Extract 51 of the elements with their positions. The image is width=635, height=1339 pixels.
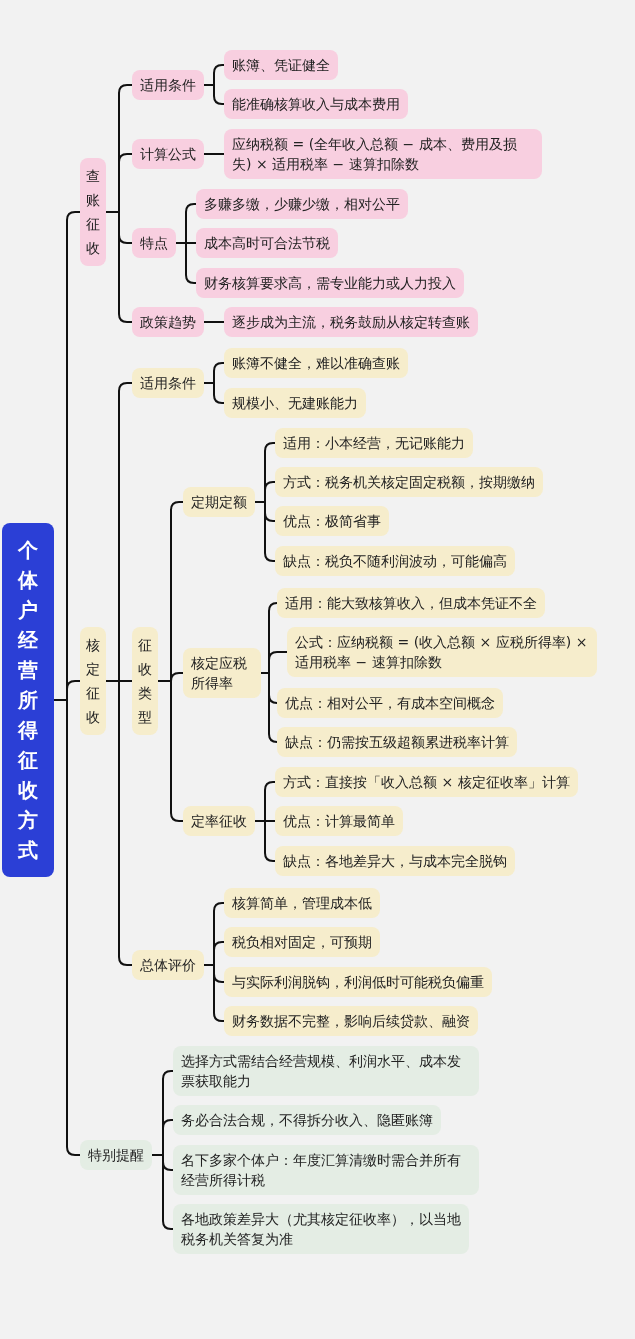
topic-box: 核定应税所得率	[183, 648, 261, 698]
connector-line	[105, 211, 133, 323]
topic-box: 选择方式需结合经营规模、利润水平、成本发票获取能力	[173, 1046, 479, 1096]
topic-box: 财务核算要求高，需专业能力或人力投入	[196, 268, 464, 298]
topic-box: 方式：税务机关核定固定税额，按期缴纳	[275, 467, 543, 497]
connector-line	[157, 680, 184, 822]
topic-box: 缺点：税负不随利润波动，可能偏高	[275, 546, 515, 576]
topic-box: 应纳税额 = (全年收入总额 − 成本、费用及损失) × 适用税率 − 速算扣除数	[224, 129, 542, 179]
topic-box: 特点	[132, 228, 176, 258]
topic-box: 征收类型	[132, 627, 158, 735]
topic-box: 定期定额	[183, 487, 255, 517]
connector-line	[203, 84, 225, 105]
topic-box: 规模小、无建账能力	[224, 388, 366, 418]
topic-box: 税负相对固定，可预期	[224, 927, 380, 957]
topic-box: 优点：极简省事	[275, 506, 389, 536]
topic-box: 财务数据不完整，影响后续贷款、融资	[224, 1006, 478, 1036]
topic-box: 特别提醒	[80, 1140, 152, 1170]
topic-box: 定率征收	[183, 806, 255, 836]
topic-box: 总体评价	[132, 950, 204, 980]
connector-line	[203, 382, 225, 404]
topic-box: 政策趋势	[132, 307, 204, 337]
topic-box: 优点：计算最简单	[275, 806, 403, 836]
topic-box: 查账征收	[80, 158, 106, 266]
topic-box: 适用条件	[132, 368, 204, 398]
topic-box: 缺点：仍需按五级超额累进税率计算	[277, 727, 517, 757]
topic-box: 核算简单，管理成本低	[224, 888, 380, 918]
topic-box: 与实际利润脱钩，利润低时可能税负偏重	[224, 967, 492, 997]
topic-box: 能准确核算收入与成本费用	[224, 89, 408, 119]
topic-box: 账簿、凭证健全	[224, 50, 338, 80]
connector-line	[203, 321, 225, 323]
topic-box: 优点：相对公平，有成本空间概念	[277, 688, 503, 718]
connector-line	[175, 242, 197, 284]
topic-box: 方式：直接按「收入总额 × 核定征收率」计算	[275, 767, 578, 797]
topic-box: 名下多家个体户：年度汇算清缴时需合并所有经营所得计税	[173, 1145, 479, 1195]
topic-box: 各地政策差异大（尤其核定征收率），以当地税务机关答复为准	[173, 1204, 469, 1254]
connector-line	[254, 820, 276, 862]
topic-box: 公式：应纳税额 = (收入总额 × 应税所得率) × 适用税率 − 速算扣除数	[287, 627, 597, 677]
topic-box: 核定征收	[80, 627, 106, 735]
topic-box: 适用条件	[132, 70, 204, 100]
topic-box: 计算公式	[132, 139, 204, 169]
topic-box: 务必合法合规，不得拆分收入、隐匿账簿	[173, 1105, 441, 1135]
topic-box: 成本高时可合法节税	[196, 228, 338, 258]
topic-box: 缺点：各地差异大，与成本完全脱钩	[275, 846, 515, 876]
connector-line	[203, 153, 225, 155]
topic-box: 适用：小本经营，无记账能力	[275, 428, 473, 458]
topic-box: 逐步成为主流，税务鼓励从核定转查账	[224, 307, 478, 337]
connector-line	[105, 680, 133, 966]
title-box: 个体户经营所得征收方式	[2, 523, 54, 877]
topic-box: 多赚多缴，少赚少缴，相对公平	[196, 189, 408, 219]
topic-box: 适用：能大致核算收入，但成本凭证不全	[277, 588, 545, 618]
topic-box: 账簿不健全，难以准确查账	[224, 348, 408, 378]
